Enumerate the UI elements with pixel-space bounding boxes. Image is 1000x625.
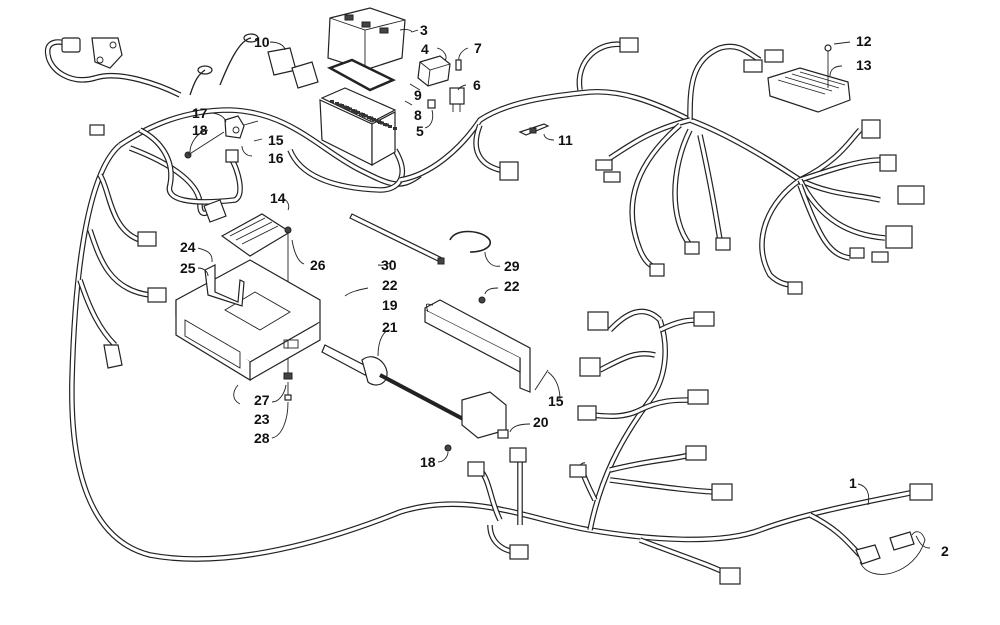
callout-24[interactable]: 24 (180, 239, 196, 255)
ecu-mounting-bracket (175, 259, 321, 382)
fuse-slot (330, 100, 334, 103)
callout-12[interactable]: 12 (856, 33, 872, 49)
connector-cap-10 (267, 47, 319, 89)
ecu-module (203, 199, 292, 375)
fuse-slot (393, 127, 397, 130)
callout-16[interactable]: 16 (268, 150, 284, 166)
fuse-slot (364, 114, 368, 118)
fuse-slot (345, 106, 349, 109)
callout-23[interactable]: 23 (254, 411, 270, 427)
fuse-slot (380, 121, 384, 125)
linear-actuator (321, 344, 509, 452)
callout-5[interactable]: 5 (416, 123, 424, 139)
callout-9[interactable]: 9 (414, 87, 422, 103)
callout-28[interactable]: 28 (254, 430, 270, 446)
throttle-position-sensor (61, 37, 123, 69)
callout-3[interactable]: 3 (420, 22, 428, 38)
callout-27[interactable]: 27 (254, 392, 270, 408)
callout-21[interactable]: 21 (382, 319, 398, 335)
ring-terminals (189, 33, 259, 96)
hose-clamp (449, 230, 492, 253)
callout-20[interactable]: 20 (533, 414, 549, 430)
fuse-slot (385, 123, 389, 127)
actuator-bracket (424, 296, 549, 393)
callout-18-top[interactable]: 18 (192, 122, 208, 138)
callout-6[interactable]: 6 (473, 77, 481, 93)
relay-mini (449, 87, 465, 112)
fuse-slot (361, 113, 365, 116)
callout-22-left[interactable]: 22 (382, 277, 398, 293)
callout-14[interactable]: 14 (270, 190, 286, 206)
grommet-27 (283, 372, 293, 401)
fuse-holder-loop (855, 531, 926, 575)
voltage-regulator (743, 44, 851, 113)
cable-tie (349, 213, 445, 265)
callout-15-right[interactable]: 15 (548, 393, 564, 409)
callout-11[interactable]: 11 (558, 132, 573, 148)
callout-13[interactable]: 13 (856, 57, 872, 73)
fuse-block-insert (319, 87, 397, 167)
fuse-box-cover (327, 7, 406, 71)
fuse-slot (377, 120, 381, 123)
fuse-box-gasket (326, 58, 396, 92)
callout-2[interactable]: 2 (941, 543, 949, 559)
callout-26[interactable]: 26 (310, 257, 326, 273)
callout-17[interactable]: 17 (192, 105, 208, 121)
fuse-slot (348, 107, 352, 111)
fuse-slots (330, 100, 397, 130)
callout-4[interactable]: 4 (421, 41, 429, 57)
fuse-mini (455, 59, 462, 71)
callout-30[interactable]: 30 (381, 257, 397, 273)
fuse-small (427, 99, 436, 109)
fuse-slot (335, 102, 339, 105)
callout-22-right[interactable]: 22 (504, 278, 520, 294)
callout-8[interactable]: 8 (414, 107, 422, 123)
callout-labels: 1 2 3 4 5 6 7 8 9 10 11 12 13 14 15 15 1… (180, 22, 949, 559)
callout-1[interactable]: 1 (849, 475, 857, 491)
connectors (89, 37, 933, 585)
callout-18-bottom[interactable]: 18 (420, 454, 436, 470)
fuse-slot (353, 109, 357, 113)
harness-clip (518, 123, 550, 136)
callout-leaders (189, 29, 931, 549)
relay-large (417, 55, 451, 87)
callout-10[interactable]: 10 (254, 34, 270, 50)
callout-15-top[interactable]: 15 (268, 132, 284, 148)
fuse-slot (369, 116, 373, 120)
fuse-slot (372, 118, 376, 121)
callout-7[interactable]: 7 (474, 40, 482, 56)
callout-19[interactable]: 19 (382, 297, 398, 313)
fuse-slot (388, 125, 392, 128)
sensor-bracket-17 (184, 115, 259, 163)
fuse-slot (356, 111, 360, 114)
callout-29[interactable]: 29 (504, 258, 520, 274)
callout-25[interactable]: 25 (180, 260, 196, 276)
fuse-slot (340, 104, 344, 107)
